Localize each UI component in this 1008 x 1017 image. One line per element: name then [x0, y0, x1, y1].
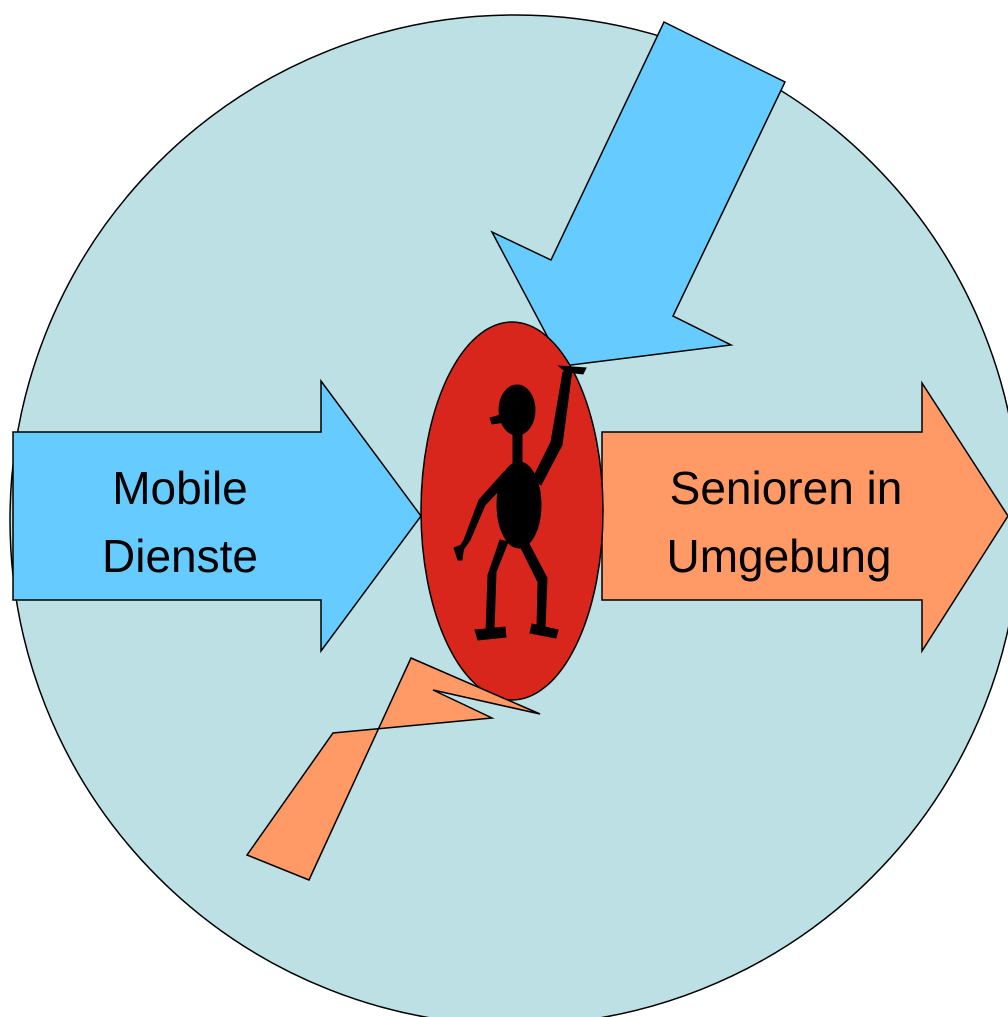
waving-person-icon	[453, 365, 587, 641]
right-arrow-label-line1: Senioren in	[670, 462, 903, 514]
right-arrow-label-line2: Umgebung	[666, 530, 891, 582]
left-arrow-label-line2: Dienste	[102, 530, 258, 582]
top-inbound-arrow	[490, 20, 786, 367]
left-inbound-arrow	[12, 378, 422, 654]
right-outbound-arrow	[601, 380, 1008, 654]
sw-outbound-arrow	[245, 657, 541, 881]
left-arrow-label-line1: Mobile	[112, 462, 248, 514]
